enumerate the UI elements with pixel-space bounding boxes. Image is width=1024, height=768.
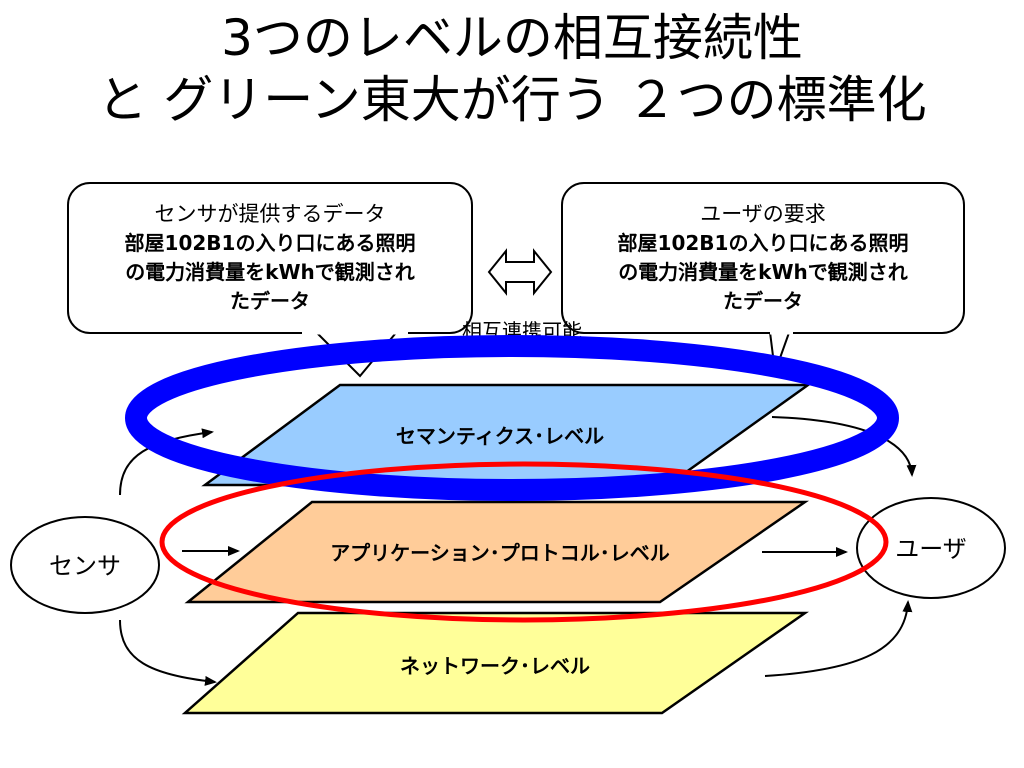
right-callout-line-2: の電力消費量をkWhで観測され [618,260,908,284]
red-standardization-ring [159,461,889,623]
user-node [856,497,1006,599]
left-callout-heading: センサが提供するデータ [155,202,386,226]
application-level-layer [184,500,810,604]
network-to-user-arrow [764,600,913,677]
left-callout-line-2: の電力消費量をkWhで観測され [125,260,415,284]
sensor-node-label: センサ [49,552,121,580]
network-level-label: ネットワーク･レベル [400,654,590,678]
network-level-layer [181,611,809,715]
sensor-to-semantic-arrow [119,428,214,496]
left-callout-line-3: たデータ [230,289,310,313]
sensor-to-network-arrow [119,619,217,686]
user-node-label: ユーザ [895,535,967,563]
left-callout-box [67,182,473,334]
double-arrow-icon [487,248,553,296]
left-callout-line-1: 部屋102B1の入り口にある照明 [125,231,416,255]
application-level-label: アプリケーション･プロトコル･レベル [330,541,670,565]
semantic-level-label: セマンティクス･レベル [396,424,604,448]
right-callout-line-1: 部屋102B1の入り口にある照明 [618,231,909,255]
right-callout-heading: ユーザの要求 [700,202,826,226]
blue-standardization-ring [125,335,899,501]
right-callout-box [561,182,965,334]
right-callout-line-3: たデータ [723,289,803,313]
slide-title-line-1: 3つのレベルの相互接続性 [221,9,803,67]
sensor-node [10,516,160,614]
slide-title-line-2: と グリーン東大が行う ２つの標準化 [97,71,927,129]
